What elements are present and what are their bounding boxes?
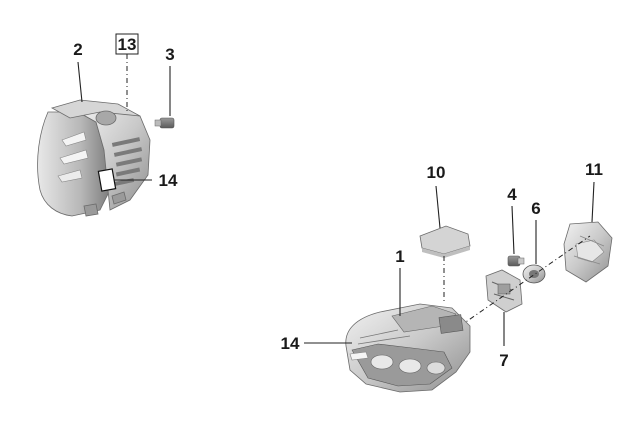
callout-13: 13 [118,35,137,54]
callout-14-bottom: 14 [281,334,300,353]
leader-10 [435,185,441,229]
leader-4 [511,205,515,255]
leader-11 [591,181,595,223]
part-13-label-box: 13 [115,33,139,55]
callout-2: 2 [73,40,82,59]
part-10-cover [419,225,471,258]
part-11-module [563,221,613,283]
callout-1: 1 [395,247,404,266]
leader-2 [77,61,83,103]
callout-4: 4 [507,185,517,204]
callout-10: 10 [427,163,446,182]
part-14-module-top [97,168,117,192]
assembly-axis-line [459,235,591,327]
part-3-bulb [154,117,175,129]
callout-6: 6 [531,199,540,218]
part-7-bracket [485,269,523,313]
headlamp-rear-view [37,99,151,217]
part-4-bulb [507,255,525,267]
callout-11: 11 [585,160,603,179]
callout-14-top: 14 [159,171,178,190]
callout-7: 7 [499,351,508,370]
part-1-headlamp [345,303,471,393]
callout-3: 3 [165,45,174,64]
